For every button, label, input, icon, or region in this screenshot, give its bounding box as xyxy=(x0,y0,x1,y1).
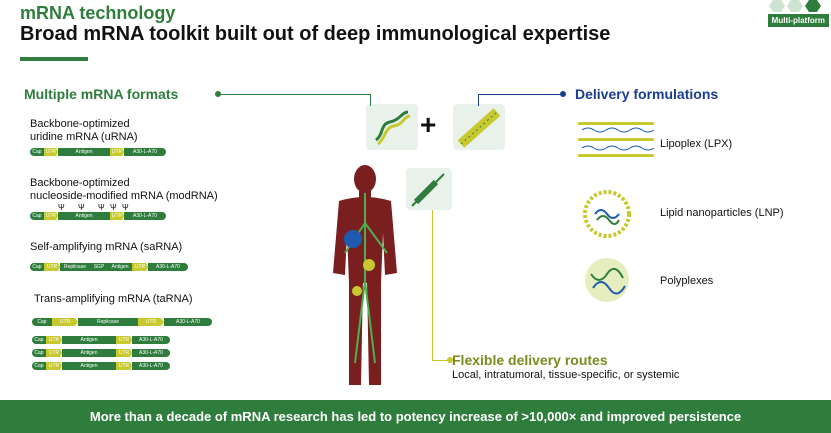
page-title: Broad mRNA toolkit built out of deep imm… xyxy=(20,23,611,45)
polyplex-label: Polyplexes xyxy=(660,275,714,287)
connector-line xyxy=(220,94,370,95)
utr-segment: UTR xyxy=(46,336,62,344)
antigen-segment: Antigen xyxy=(62,349,116,357)
cap-segment: Cap xyxy=(32,349,46,357)
format-name-tarna: Trans-amplifying mRNA (taRNA) xyxy=(34,293,193,306)
tarna-replicase-construct: Cap UTR Replicase UTR A30-L-A70 xyxy=(32,318,212,326)
cap-segment: Cap xyxy=(32,362,46,370)
connector-line xyxy=(478,94,479,106)
utr-segment: UTR xyxy=(44,148,58,156)
tail-segment: A30-L-A70 xyxy=(132,362,170,370)
pseudouridine-marker: Ψ xyxy=(122,203,129,212)
pseudouridine-marker: Ψ xyxy=(110,203,117,212)
lipoplex-label: Lipoplex (LPX) xyxy=(660,138,733,150)
antigen-segment: Antigen xyxy=(62,362,116,370)
footer-banner: More than a decade of mRNA research has … xyxy=(0,400,831,433)
tarna-antigen-construct: Cap UTR Antigen UTR A30-L-A70 xyxy=(32,362,170,370)
pseudouridine-marker: Ψ xyxy=(58,203,65,212)
lnp-label: Lipid nanoparticles (LNP) xyxy=(660,207,784,219)
hex-icon xyxy=(769,0,785,12)
antigen-segment: Antigen xyxy=(108,263,132,271)
connector-line xyxy=(432,360,450,361)
urna-construct: Cap UTR Antigen UTR A30-L-A70 xyxy=(30,148,166,156)
title-underline xyxy=(20,57,88,61)
formats-heading: Multiple mRNA formats xyxy=(24,86,179,102)
format-name-modrna: Backbone-optimized nucleoside-modified m… xyxy=(30,177,218,203)
routes-heading: Flexible delivery routes xyxy=(452,352,608,368)
antigen-segment: Antigen xyxy=(58,148,110,156)
format-name-line: Backbone-optimized xyxy=(30,177,130,189)
antigen-segment: Antigen xyxy=(62,336,116,344)
syringe-icon xyxy=(406,168,452,210)
header-subtitle: mRNA technology xyxy=(20,3,176,23)
tarna-antigen-construct: Cap UTR Antigen UTR A30-L-A70 xyxy=(32,336,170,344)
connector-dot xyxy=(215,91,221,97)
utr-segment: UTR xyxy=(116,336,132,344)
connector-dot xyxy=(447,357,453,363)
format-name-line: Backbone-optimized xyxy=(30,118,130,130)
connector-line xyxy=(370,94,371,106)
tail-segment: A30-L-A70 xyxy=(132,349,170,357)
utr-segment: UTR xyxy=(110,212,124,220)
connector-dot xyxy=(560,91,566,97)
utr-segment: UTR xyxy=(44,263,60,271)
plus-sign: + xyxy=(420,109,437,140)
connector-line xyxy=(478,94,562,95)
sgp-segment: SGP xyxy=(90,263,108,271)
hex-icon xyxy=(805,0,821,12)
modrna-construct: Cap UTR Antigen UTR A30-L-A70 xyxy=(30,212,166,220)
lipid-bilayer-icon xyxy=(453,104,505,150)
tail-segment: A30-L-A70 xyxy=(164,318,212,326)
formulations-heading: Delivery formulations xyxy=(575,86,719,102)
format-name-line: Self-amplifying mRNA (saRNA) xyxy=(30,241,183,253)
utr-segment: UTR xyxy=(116,349,132,357)
routes-description: Local, intratumoral, tissue-specific, or… xyxy=(452,369,680,381)
lipoplex-icon xyxy=(578,118,655,162)
connector-line xyxy=(432,210,433,360)
pseudouridine-marker: Ψ xyxy=(98,203,105,212)
format-name-line: nucleoside-modified mRNA (modRNA) xyxy=(30,190,218,202)
replicase-segment: Replicase xyxy=(78,318,138,326)
format-name-line: uridine mRNA (uRNA) xyxy=(30,131,138,143)
cap-segment: Cap xyxy=(30,212,44,220)
human-body-icon xyxy=(305,163,425,393)
cap-segment: Cap xyxy=(30,263,44,271)
format-name-urna: Backbone-optimized uridine mRNA (uRNA) xyxy=(30,118,138,144)
cap-segment: Cap xyxy=(32,336,46,344)
cap-segment: Cap xyxy=(30,148,44,156)
tail-segment: A30-L-A70 xyxy=(124,148,166,156)
format-name-sarna: Self-amplifying mRNA (saRNA) xyxy=(30,241,182,254)
pseudouridine-marker: Ψ xyxy=(78,203,85,212)
lipid-nanoparticle-icon xyxy=(583,190,631,238)
format-name-line: Trans-amplifying mRNA (taRNA) xyxy=(34,293,193,305)
utr-segment: UTR xyxy=(46,349,62,357)
utr-segment: UTR xyxy=(52,318,78,326)
tail-segment: A30-L-A70 xyxy=(132,336,170,344)
cap-segment: Cap xyxy=(32,318,52,326)
utr-segment: UTR xyxy=(44,212,58,220)
utr-segment: UTR xyxy=(116,362,132,370)
tarna-antigen-construct: Cap UTR Antigen UTR A30-L-A70 xyxy=(32,349,170,357)
tail-segment: A30-L-A70 xyxy=(148,263,188,271)
platform-badge-label: Multi-platform xyxy=(767,14,829,27)
sarna-construct: Cap UTR Replicase SGP Antigen UTR A30-L-… xyxy=(30,263,188,271)
platform-badge: Multi-platform xyxy=(739,0,829,30)
replicase-segment: Replicase xyxy=(60,263,90,271)
mrna-strand-icon xyxy=(366,104,418,150)
utr-segment: UTR xyxy=(110,148,124,156)
tail-segment: A30-L-A70 xyxy=(124,212,166,220)
hex-icon xyxy=(787,0,803,12)
utr-segment: UTR xyxy=(132,263,148,271)
polyplex-icon xyxy=(583,256,631,304)
utr-segment: UTR xyxy=(46,362,62,370)
utr-segment: UTR xyxy=(138,318,164,326)
antigen-segment: Antigen xyxy=(58,212,110,220)
